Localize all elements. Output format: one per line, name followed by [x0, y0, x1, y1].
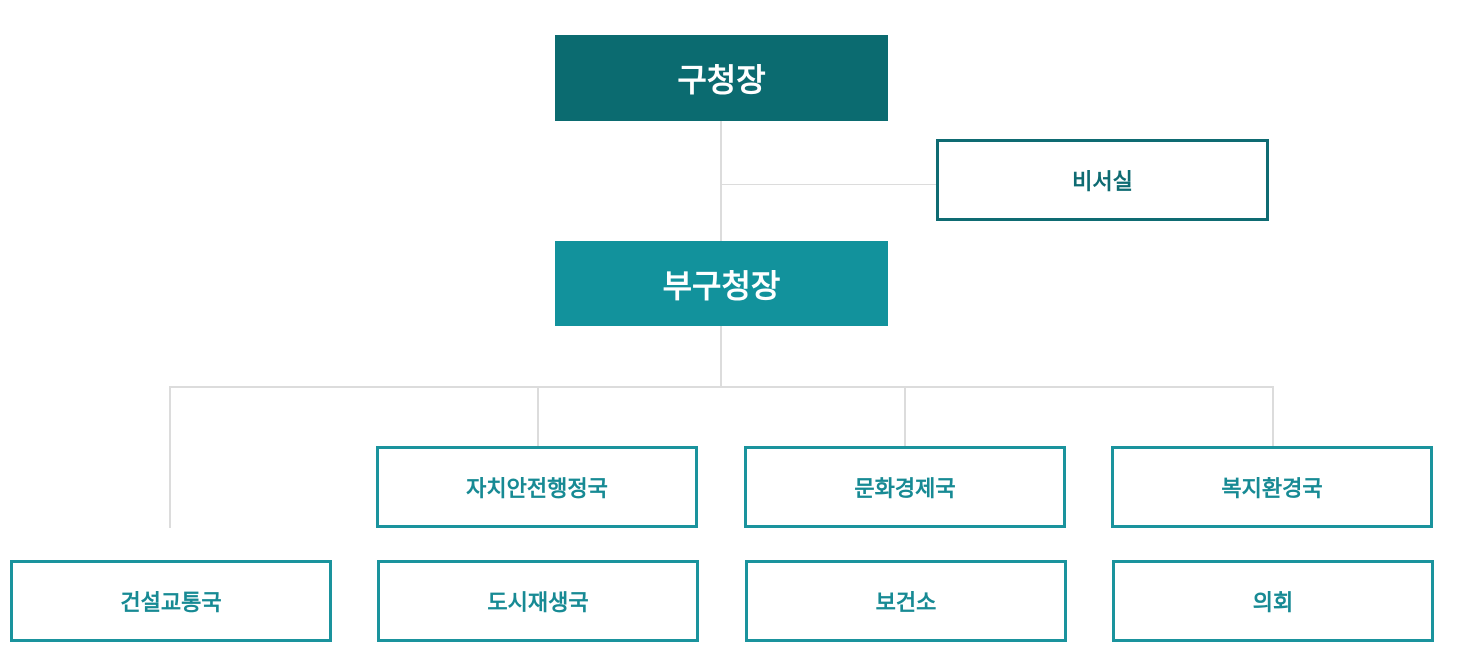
- connector-horizontal-bus: [169, 386, 1273, 388]
- node-secretary-office: 비서실: [936, 139, 1269, 221]
- connector-drop-2: [537, 386, 539, 446]
- node-dept-row2-2: 도시재생국: [377, 560, 699, 642]
- node-dept-row2-3: 보건소: [745, 560, 1067, 642]
- connector-drop-3: [904, 386, 906, 446]
- node-dept-row1-1: 자치안전행정국: [376, 446, 698, 528]
- connector-secretary-branch: [721, 184, 936, 185]
- node-top-official: 구청장: [555, 35, 888, 121]
- node-dept-row2-4: 의회: [1112, 560, 1434, 642]
- node-dept-row2-1: 건설교통국: [10, 560, 332, 642]
- node-dept-row1-2: 문화경제국: [744, 446, 1066, 528]
- node-deputy-official: 부구청장: [555, 241, 888, 326]
- node-dept-row1-3: 복지환경국: [1111, 446, 1433, 528]
- connector-drop-1: [169, 386, 171, 528]
- connector-drop-4: [1272, 386, 1274, 446]
- connector-top-to-deputy: [720, 121, 722, 241]
- connector-deputy-down: [720, 326, 722, 386]
